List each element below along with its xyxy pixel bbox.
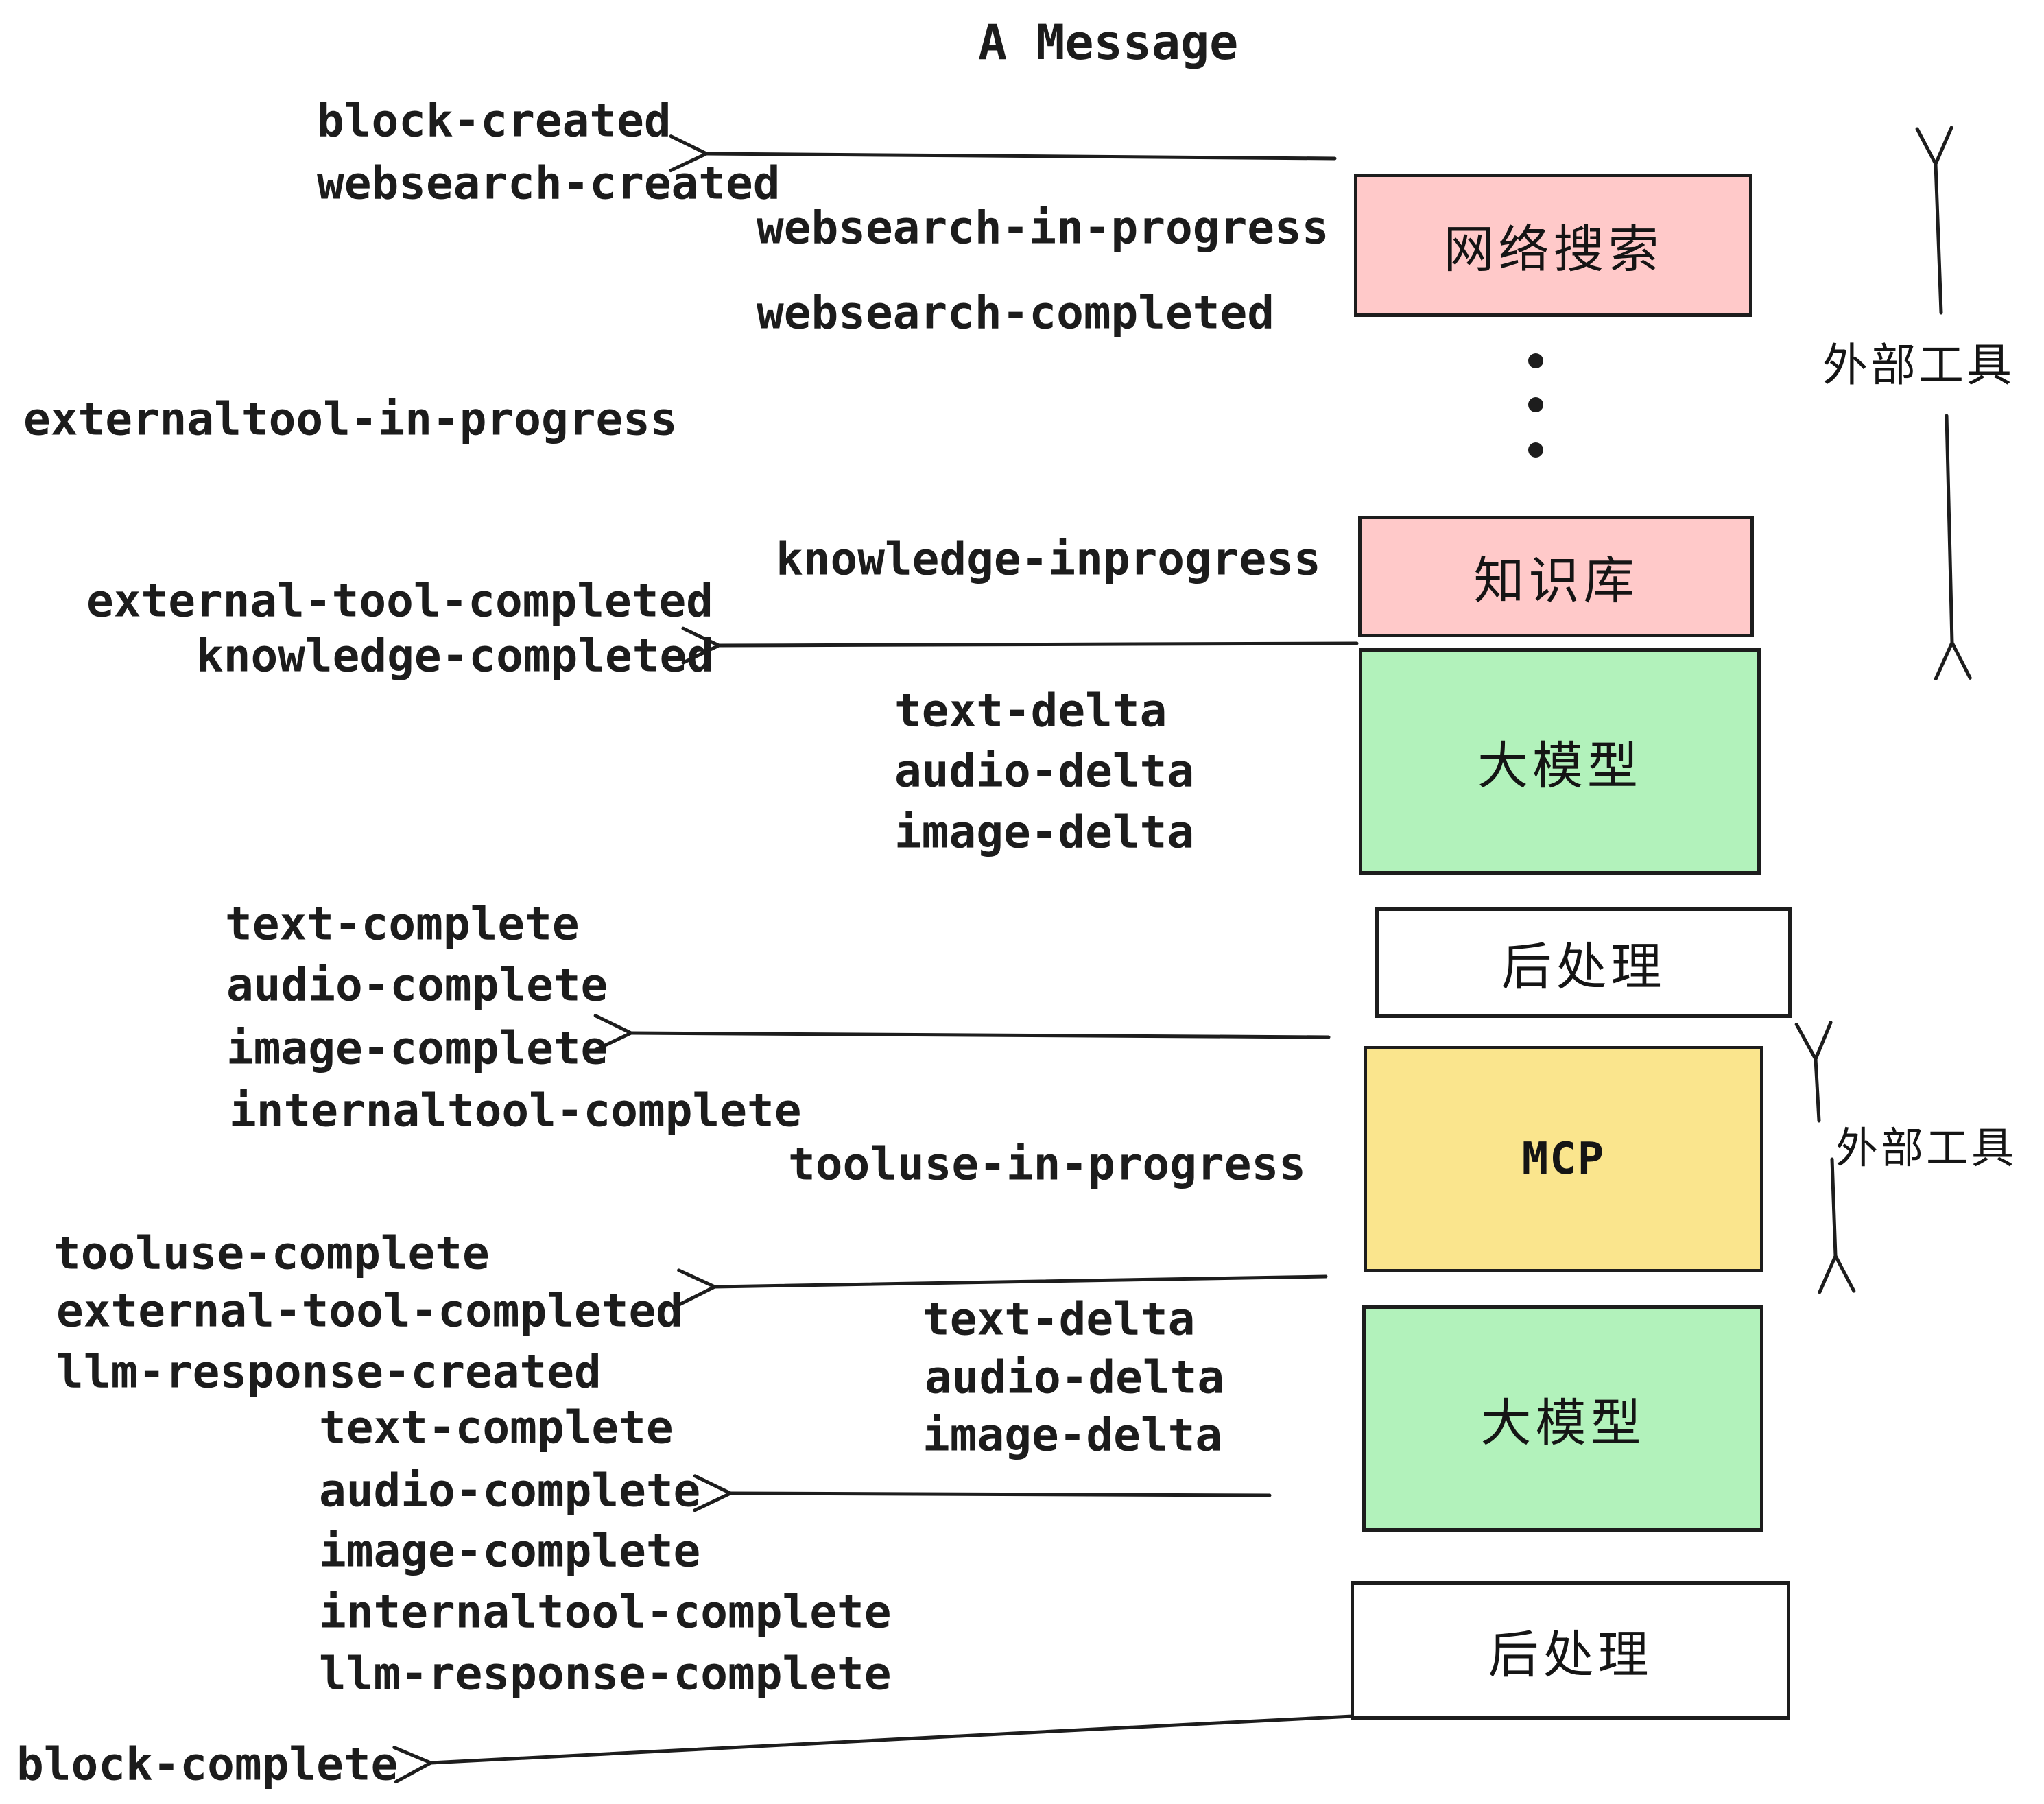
box-web-search: 网络搜索 [1354, 174, 1752, 317]
event-tooluse-in-progress: tooluse-in-progress [788, 1137, 1306, 1191]
event-internaltool-complete-2: internaltool-complete [319, 1585, 892, 1639]
event-llm-response-created: llm-response-created [56, 1345, 602, 1399]
event-image-delta-1: image-delta [894, 805, 1195, 859]
event-knowledge-completed: knowledge-completed [196, 629, 714, 683]
arrow-to-block-created [669, 134, 1337, 173]
event-image-complete-1: image-complete [226, 1021, 608, 1075]
box-llm-2: 大模型 [1362, 1305, 1763, 1532]
event-external-tool-completed: external-tool-completed [86, 574, 713, 628]
event-text-delta-2: text-delta [923, 1292, 1196, 1346]
box-llm-2-label: 大模型 [1480, 1394, 1645, 1451]
event-external-tool-completed-2: external-tool-completed [56, 1284, 683, 1338]
arrow-to-audio-complete [693, 1474, 1272, 1512]
box-post-processing-1-label: 后处理 [1501, 938, 1666, 995]
event-audio-complete-1: audio-complete [226, 958, 608, 1012]
arrow-to-tooluse-complete [677, 1268, 1328, 1307]
event-image-complete-2: image-complete [319, 1524, 701, 1578]
external-tools-up-arrow-1 [1915, 126, 1953, 315]
vertical-ellipsis-dot [1528, 353, 1543, 368]
arrow-to-knowledge-completed [681, 626, 1359, 665]
event-block-created: block-created [317, 94, 672, 147]
box-mcp-label: MCP [1521, 1134, 1606, 1185]
event-audio-complete-2: audio-complete [319, 1464, 701, 1517]
event-tooluse-complete: tooluse-complete [54, 1226, 490, 1280]
event-image-delta-2: image-delta [923, 1408, 1223, 1462]
event-audio-delta-1: audio-delta [894, 744, 1195, 798]
vertical-ellipsis-dot [1528, 397, 1543, 412]
box-post-processing-2: 后处理 [1351, 1581, 1790, 1720]
event-text-complete-2: text-complete [319, 1401, 674, 1454]
box-post-processing-1: 后处理 [1375, 907, 1792, 1018]
box-knowledge-base: 知识库 [1358, 516, 1754, 637]
external-tools-label-2: 外部工具 [1835, 1125, 2017, 1172]
external-tools-down-arrow-1 [1934, 414, 1972, 681]
external-tools-up-arrow-2 [1794, 1021, 1833, 1123]
box-post-processing-2-label: 后处理 [1488, 1626, 1653, 1683]
event-knowledge-inprogress: knowledge-inprogress [776, 532, 1321, 586]
event-llm-response-complete: llm-response-complete [319, 1647, 892, 1700]
event-text-complete-1: text-complete [225, 897, 580, 951]
arrow-to-block-complete [392, 1714, 1355, 1784]
box-web-search-label: 网络搜索 [1443, 221, 1663, 278]
box-knowledge-base-label: 知识库 [1473, 552, 1639, 609]
diagram-title: A Message [978, 14, 1239, 71]
box-llm-1-label: 大模型 [1477, 737, 1642, 794]
event-websearch-in-progress: websearch-in-progress [757, 201, 1329, 254]
event-websearch-created: websearch-created [317, 156, 781, 210]
external-tools-label-1: 外部工具 [1822, 340, 2015, 390]
event-internaltool-complete-1: internaltool-complete [229, 1084, 802, 1137]
box-mcp: MCP [1364, 1046, 1763, 1272]
arrow-to-image-complete [593, 1014, 1331, 1052]
event-externaltool-in-progress: externaltool-in-progress [23, 392, 678, 446]
event-block-complete: block-complete [16, 1737, 399, 1791]
box-llm-1: 大模型 [1359, 648, 1761, 875]
event-websearch-completed: websearch-completed [757, 286, 1274, 340]
event-text-delta-1: text-delta [894, 684, 1167, 737]
vertical-ellipsis-dot [1528, 442, 1543, 458]
event-audio-delta-2: audio-delta [925, 1351, 1225, 1404]
